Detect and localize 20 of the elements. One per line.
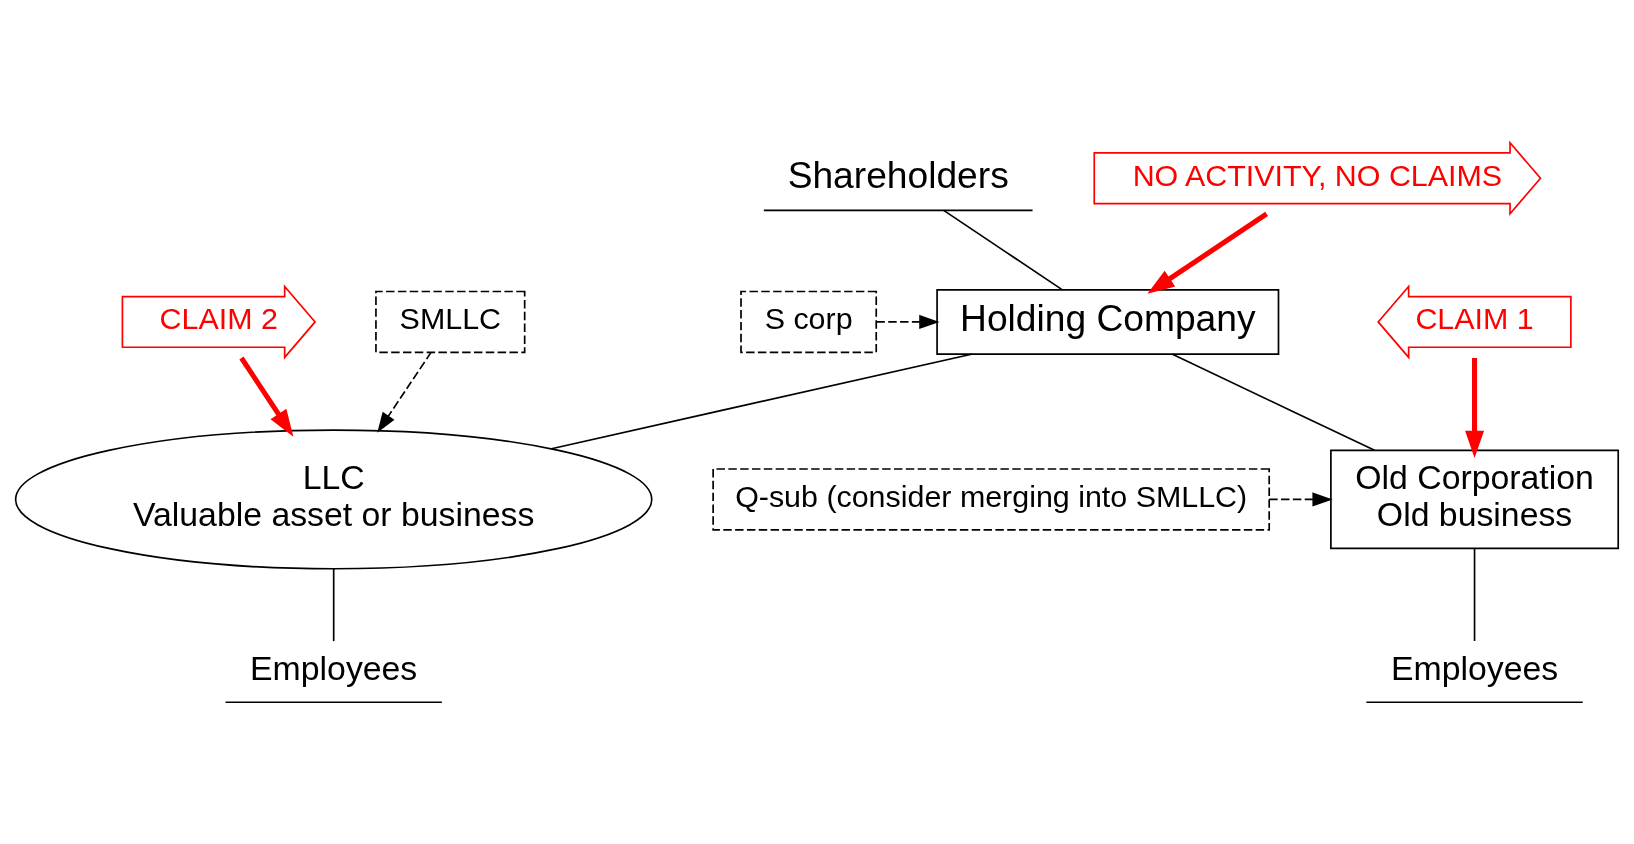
arrow — [1147, 211, 1269, 294]
node-text: Employees — [1390, 648, 1559, 687]
node-box: Q-sub (consider merging into SMLLC) — [712, 467, 1271, 531]
connector — [550, 352, 974, 450]
arrow — [875, 314, 940, 329]
node-box: SMLLC — [375, 290, 526, 353]
arrow — [377, 351, 432, 433]
connector — [332, 567, 335, 642]
node-ellipse: LLC Valuable asset or business — [14, 428, 653, 570]
connector — [942, 209, 1063, 290]
arrow — [1268, 491, 1333, 506]
node-text: Shareholders — [787, 153, 1009, 196]
connector — [1473, 547, 1476, 642]
connector — [1171, 353, 1376, 451]
arrow — [239, 356, 294, 437]
arrow — [1465, 357, 1485, 458]
node-box: S corp — [740, 290, 878, 353]
node-text: Employees — [250, 648, 418, 687]
node-box: Holding Company — [936, 288, 1280, 355]
node-box: Old Corporation Old business — [1330, 449, 1620, 549]
